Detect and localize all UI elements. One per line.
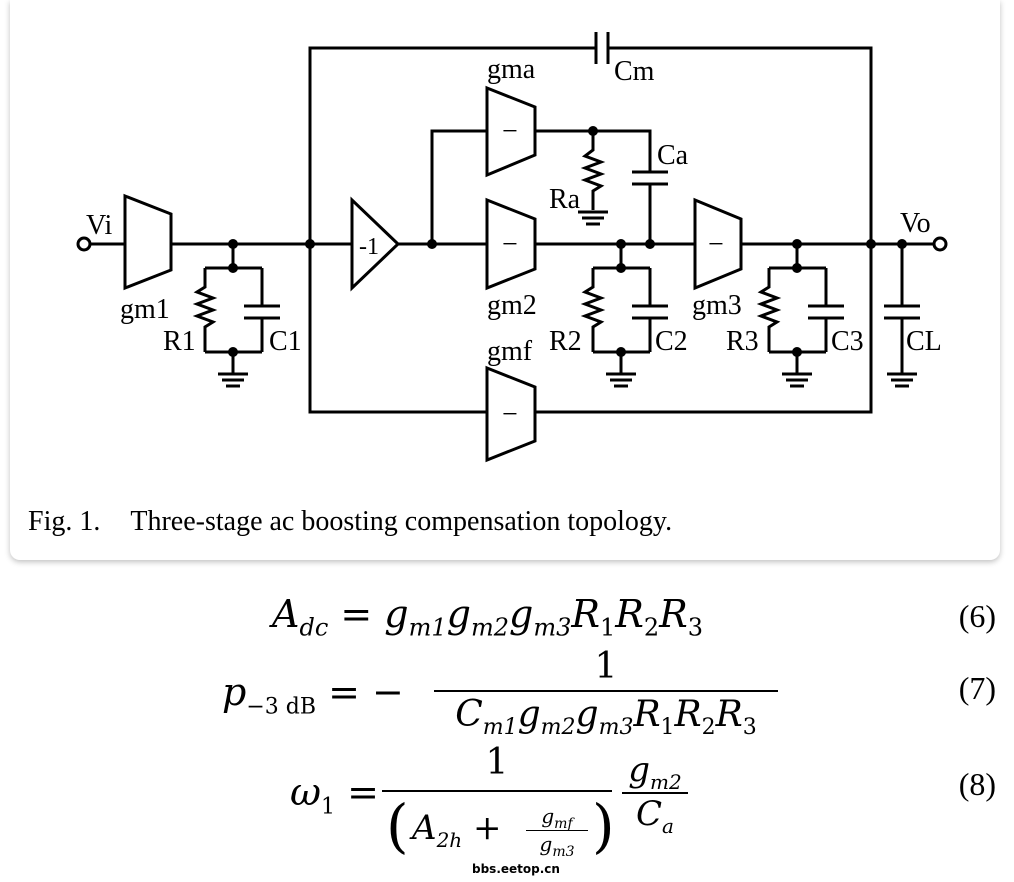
label-c3: C3 [831,326,864,357]
eq8-numerator: 1 [485,742,509,783]
label-cl: CL [906,326,942,357]
label-gm3: gm3 [692,290,742,321]
vo-terminal [932,236,948,252]
caption-number: Fig. 1. [28,506,101,537]
label-gmf: gmf [487,336,533,367]
equation-number-6: (6) [958,598,996,634]
gm3-amplifier [693,197,743,291]
gma-amplifier [485,85,537,178]
label-ca: Ca [657,140,689,171]
equation-number-8: (8) [958,766,996,802]
r3-resistor [756,268,782,352]
minus-gma: − [502,116,518,147]
watermark: bbs.eetop.cn [472,862,560,876]
equation-number-7: (7) [958,670,996,706]
label-c2: C2 [655,326,688,357]
gm2-amplifier [485,197,537,291]
circuit-diagram: Vi Vo gm1 gma Cm Ca Ra gm2 gm3 gmf R1 C1… [76,32,948,463]
equation-8: ω1 = 1 ( A2h + gmf gm3 ) gm2 Ca [290,742,710,862]
label-c1: C1 [269,326,302,357]
r2-resistor [580,268,606,352]
label-gm2: gm2 [487,290,537,321]
label-gma: gma [487,54,536,85]
gm1-amplifier [123,193,173,291]
label-vo: Vo [900,208,931,239]
inverter-buffer [350,196,401,292]
figure-caption: Fig. 1. Three-stage ac boosting compensat… [28,506,672,538]
figure-card: Vi Vo gm1 gma Cm Ca Ra gm2 gm3 gmf R1 C1… [10,0,1000,560]
label-r2: R2 [549,326,582,357]
minus-gm3: − [708,229,724,260]
label-gm1: gm1 [120,294,170,325]
eq7-numerator: 1 [594,646,618,687]
equation-6: Adc = gm1gm2gm3R1R2R3 [272,592,704,642]
label-vi: Vi [86,210,113,241]
label-inverter: -1 [359,234,379,260]
label-cm: Cm [614,56,655,87]
minus-gm2: − [502,229,518,260]
caption-text: Three-stage ac boosting compensation top… [130,506,673,537]
vi-terminal [76,236,92,252]
equation-7: p−3 dB = − 1 Cm1gm2gm3R1R2R3 [222,646,782,742]
r1-resistor [192,268,218,352]
label-ra: Ra [549,184,581,215]
gmf-amplifier [485,365,537,463]
minus-gmf: − [502,399,518,430]
ra-resistor [580,131,606,210]
label-r3: R3 [726,326,759,357]
label-r1: R1 [163,326,196,357]
